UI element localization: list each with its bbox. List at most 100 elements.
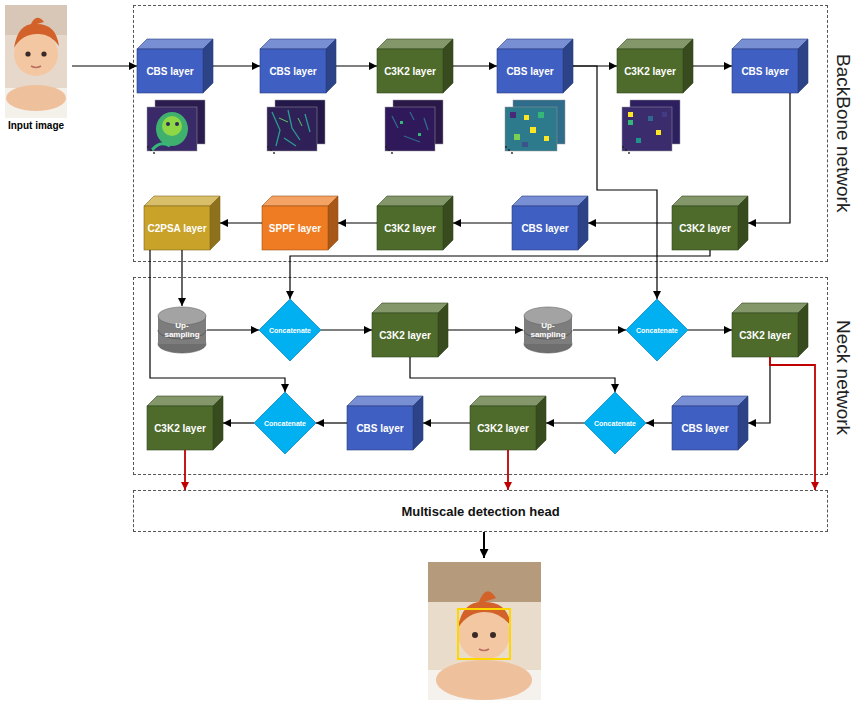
cube-front: [672, 406, 738, 450]
node-label: CBS layer: [672, 406, 738, 450]
output-arrow: [483, 532, 485, 558]
connector-arrow: [646, 422, 672, 423]
feature-map-part: [656, 130, 661, 135]
input-photo-part: [25, 51, 30, 56]
connector-arrow: [507, 450, 509, 490]
feature-map-part: [648, 116, 653, 121]
connector-arrow: [546, 422, 584, 423]
connector-arrow: [423, 422, 470, 423]
feature-map-part: [625, 149, 627, 151]
feature-map: [622, 100, 680, 154]
cube-top: [144, 196, 220, 206]
feature-map-part: [538, 112, 544, 118]
node-label: Concatenate: [259, 299, 321, 361]
connector-arrow: [184, 450, 186, 490]
feature-map-part: [267, 107, 317, 151]
feature-map-part: [270, 149, 272, 151]
cube-top: [377, 39, 453, 49]
feature-map-part: [418, 133, 421, 136]
frame-heading: BackBone network: [832, 54, 854, 212]
feature-map-part: [385, 107, 435, 151]
feature-map-part: [628, 112, 633, 117]
feature-map-part: [391, 152, 393, 154]
output-photo-part: [428, 562, 541, 700]
layer-box: CBS layer: [137, 39, 213, 93]
cube-side: [738, 196, 748, 250]
feature-map-part: [392, 112, 428, 142]
node-label: CBS layer: [512, 206, 578, 250]
connector-arrow: [213, 65, 260, 66]
cube-top: [377, 196, 453, 206]
node-label: Concatenate: [584, 392, 646, 454]
layer-box: C3K2 layer: [377, 39, 453, 93]
cube-front: [377, 206, 443, 250]
cube-top: [497, 39, 573, 49]
node-label: Up- sampling: [163, 312, 201, 348]
connector-arrow: [748, 93, 790, 223]
cube-front: [144, 206, 210, 250]
upsampling-cylinder: Up- sampling: [157, 306, 207, 354]
connector-arrow: [150, 250, 285, 392]
connector-arrow: [410, 357, 615, 392]
feature-map-part: [544, 136, 549, 141]
concatenate-diamond: Concatenate: [254, 392, 316, 454]
cube-side: [328, 196, 338, 250]
node-label: C3K2 layer: [732, 313, 798, 357]
node-label: Concatenate: [626, 299, 688, 361]
cube-top: [262, 196, 338, 206]
cube-side: [438, 303, 448, 357]
cube-side: [326, 39, 336, 93]
connector-arrow: [573, 329, 626, 330]
layer-box: C3K2 layer: [672, 196, 748, 250]
output-photo-part: [478, 591, 496, 604]
node-label: CBS layer: [497, 49, 563, 93]
cube-front: [372, 313, 438, 357]
node-label: Input image: [0, 118, 72, 132]
diamond-fill: [626, 299, 688, 361]
cube-top: [512, 196, 588, 206]
cube-side: [443, 196, 453, 250]
connector-arrow: [321, 329, 372, 330]
cube-top: [347, 396, 423, 406]
feature-map-part: [511, 152, 513, 154]
node-label: C3K2 layer: [617, 49, 683, 93]
layer-box: C3K2 layer: [372, 303, 448, 357]
cube-side: [413, 396, 423, 450]
feature-map-part: [388, 149, 390, 151]
node-label: CBS layer: [732, 49, 798, 93]
cube-side: [443, 39, 453, 93]
node-label: CBS layer: [347, 406, 413, 450]
cube-front: [732, 49, 798, 93]
input-photo: [5, 5, 67, 118]
cube-side: [213, 396, 223, 450]
layer-box: CBS layer: [260, 39, 336, 93]
diamond-fill: [254, 392, 316, 454]
node-label: Up- sampling: [529, 312, 567, 348]
feature-map-part: [279, 118, 302, 126]
feature-map-part: [522, 142, 528, 147]
cube-front: [347, 406, 413, 450]
feature-map-part: [272, 110, 310, 146]
cube-side: [536, 396, 546, 450]
feature-map-part: [636, 138, 641, 143]
layer-box: CBS layer: [497, 39, 573, 93]
cube-top: [672, 196, 748, 206]
cube-side: [798, 303, 808, 357]
input-photo-part: [31, 66, 41, 68]
cube-top: [260, 39, 336, 49]
feature-map-part: [622, 146, 624, 148]
output-photo-part: [472, 632, 478, 638]
frame-heading: Neck network: [832, 320, 854, 435]
cube-side: [578, 196, 588, 250]
node-label: C3K2 layer: [470, 406, 536, 450]
connector-arrow: [220, 222, 262, 223]
node-label: C3K2 layer: [372, 313, 438, 357]
connector-arrow: [688, 329, 732, 330]
feature-map-part: [385, 146, 387, 148]
cube-side: [210, 196, 220, 250]
feature-map-part: [166, 122, 170, 126]
cube-front: [617, 49, 683, 93]
network-frame: Neck networkUp- samplingConcatenateC3K2 …: [133, 277, 828, 475]
feature-map-part: [530, 127, 536, 133]
feature-map-part: [152, 144, 170, 150]
